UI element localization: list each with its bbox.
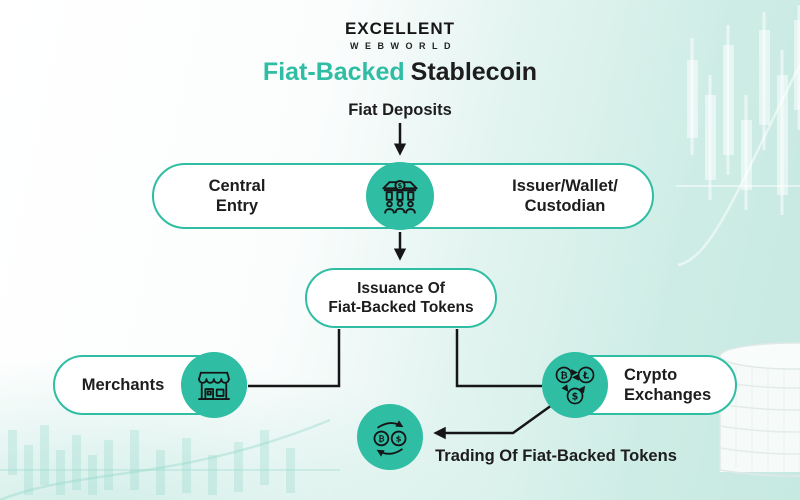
trading-node: ₿ $	[357, 404, 423, 470]
merchants-node	[181, 352, 247, 418]
connector-issuance-to-crypto	[455, 329, 542, 388]
crypto-line2: Exchanges	[624, 386, 712, 404]
bitcoin-symbol: ₿	[378, 434, 385, 444]
coin-stack-graphic	[719, 342, 800, 477]
issuer-label: Issuer/Wallet/ Custodian	[480, 177, 650, 216]
litecoin-symbol: Ł	[582, 371, 589, 382]
issuance-pill: Issuance Of Fiat-Backed Tokens	[305, 268, 497, 328]
merchants-label: Merchants	[81, 376, 165, 394]
store-icon	[198, 371, 230, 400]
issuance-label-line2: Fiat-Backed Tokens	[328, 299, 474, 316]
issuer-line2: Custodian	[524, 196, 606, 215]
connector-issuance-to-merchants	[248, 329, 341, 388]
issuer-line1: Issuer/Wallet/	[512, 177, 618, 195]
dollar-symbol: $	[396, 434, 402, 444]
crypto-exchanges-label: Crypto Exchanges	[624, 365, 711, 405]
brand-logo: EXCELLENT WEBWORLD	[0, 19, 800, 51]
central-entry-line1: Central	[208, 177, 266, 195]
dollar-symbol: $	[572, 392, 579, 403]
issuer-node: $	[366, 162, 434, 230]
central-entry-line2: Entry	[215, 196, 259, 215]
trading-label: Trading Of Fiat-Backed Tokens	[435, 447, 677, 465]
central-entry-label: Central Entry	[152, 177, 322, 216]
bank-icon: $	[382, 179, 418, 214]
crypto-exchange-icon: ₿ Ł $	[555, 366, 595, 405]
crypto-exchanges-node: ₿ Ł $	[542, 352, 608, 418]
issuance-label-line1: Issuance Of	[357, 280, 445, 297]
title-rest: Stablecoin	[410, 58, 538, 86]
currency-exchange-icon: ₿ $	[373, 420, 407, 457]
brand-tagline: WEBWORLD	[350, 41, 457, 51]
bitcoin-symbol: ₿	[560, 370, 567, 381]
title-highlight: Fiat-Backed	[262, 58, 405, 86]
fiat-deposits-label: Fiat Deposits	[348, 101, 452, 119]
crypto-line1: Crypto	[624, 366, 678, 384]
bank-dollar-symbol: $	[398, 182, 403, 190]
candlestick-chart-bottom-left	[0, 418, 340, 500]
brand-name: EXCELLENT	[344, 19, 456, 38]
arrow-crypto-to-trading	[433, 403, 553, 440]
